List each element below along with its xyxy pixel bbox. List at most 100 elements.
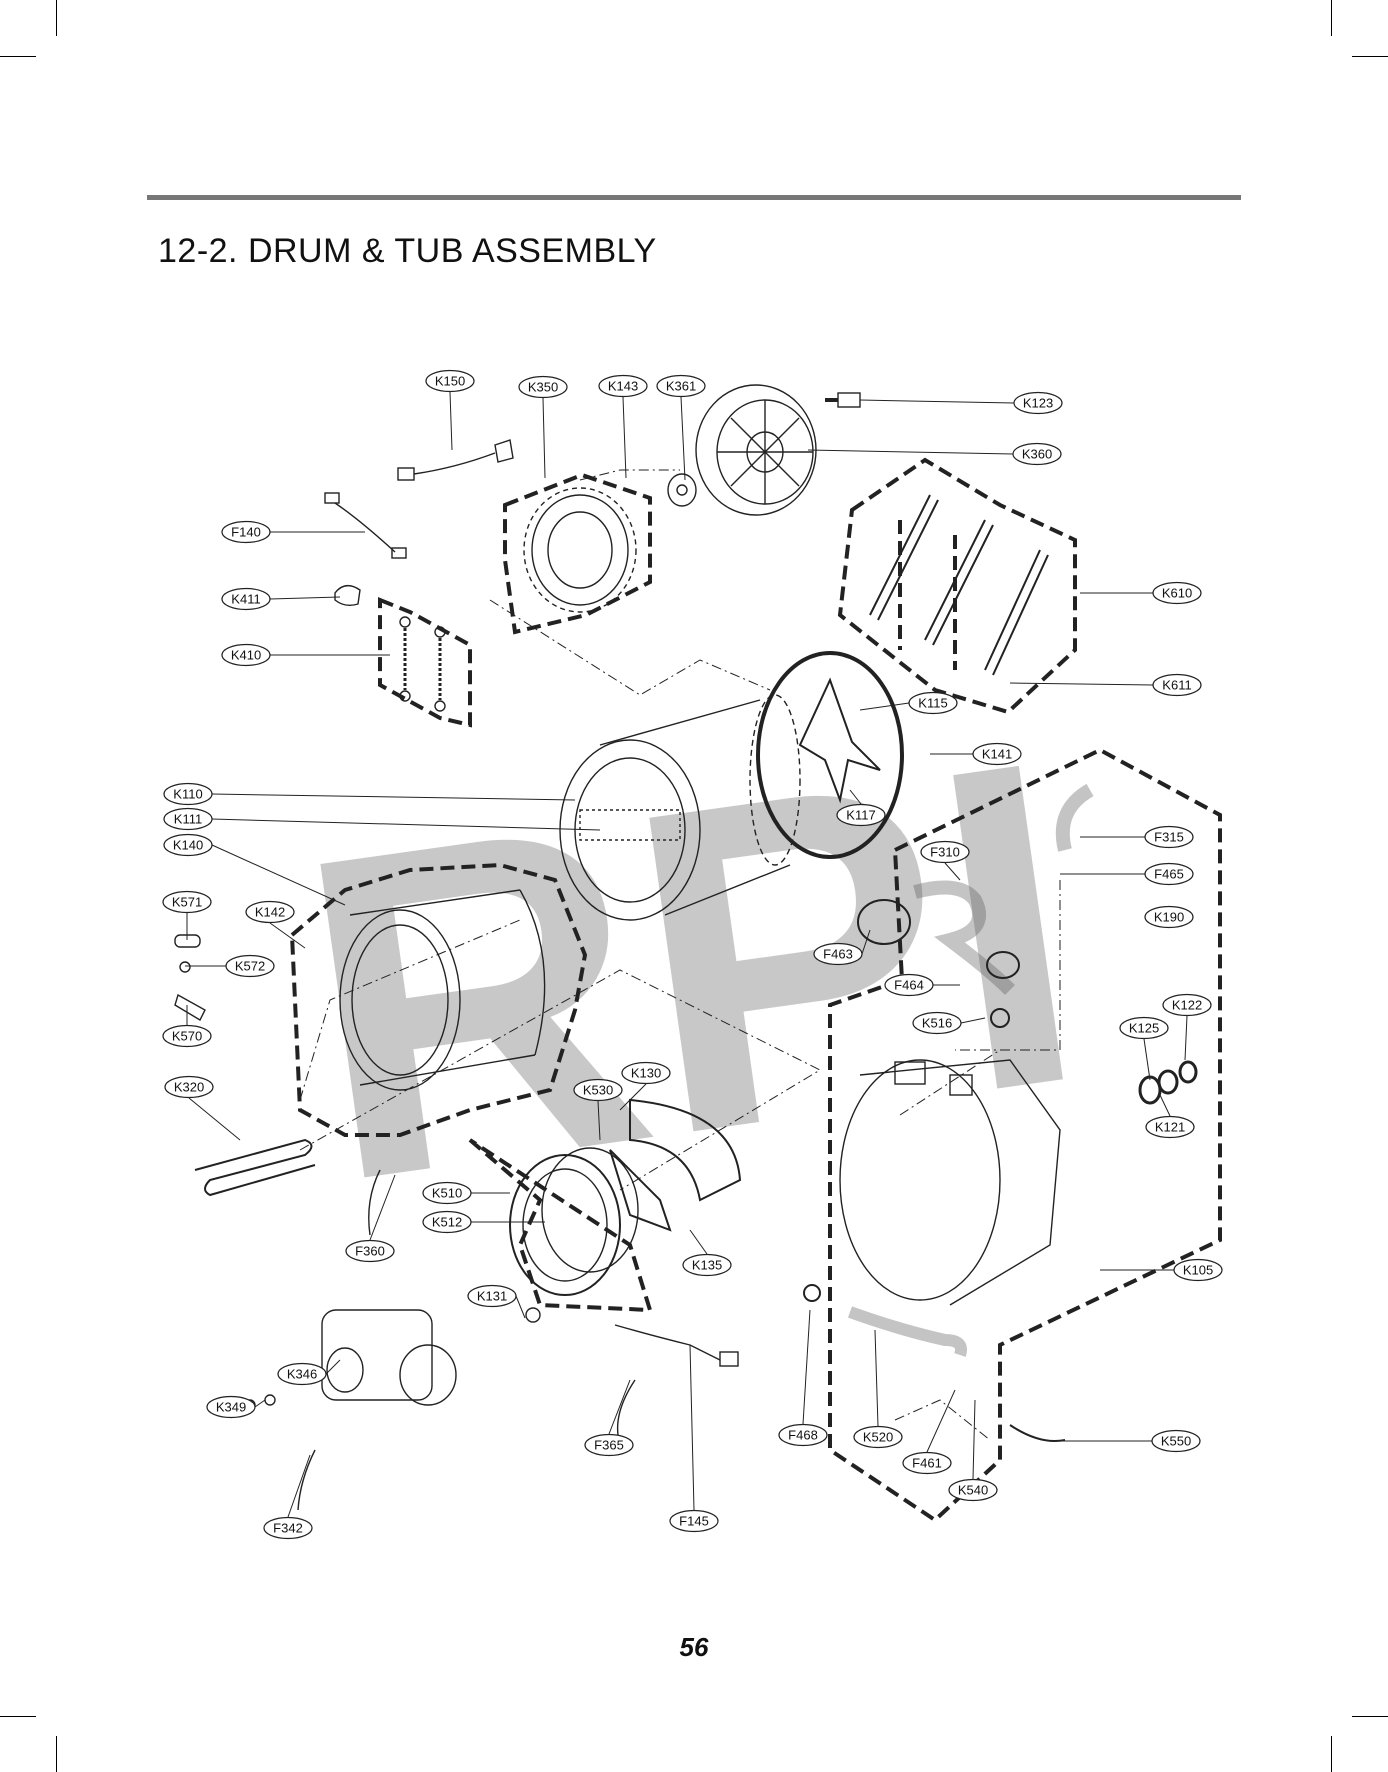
- leader-f342: [287, 1454, 311, 1518]
- part-label-k611[interactable]: K611: [1152, 673, 1202, 697]
- label-text: F145: [679, 1514, 709, 1529]
- header-rule: [147, 195, 1241, 200]
- label-oval: [1013, 391, 1063, 415]
- rear-drum-pulley: [695, 384, 817, 516]
- leader-k411: [269, 596, 341, 600]
- crop-mark-bl-v: [56, 1736, 57, 1772]
- part-label-k361[interactable]: K361: [656, 374, 706, 398]
- part-label-k550[interactable]: K550: [1151, 1429, 1201, 1453]
- label-text: K611: [1162, 678, 1191, 693]
- label-oval: [669, 1509, 719, 1533]
- bolt-k123: [825, 392, 861, 408]
- label-text: K131: [477, 1289, 507, 1304]
- part-label-f463[interactable]: F463: [813, 942, 863, 966]
- part-label-f360[interactable]: F360: [345, 1239, 395, 1263]
- spider: [798, 677, 881, 804]
- label-oval: [1144, 905, 1194, 929]
- part-label-k346[interactable]: K346: [277, 1362, 327, 1386]
- part-label-k410[interactable]: K410: [221, 643, 271, 667]
- label-oval: [908, 691, 958, 715]
- part-label-k111[interactable]: K111: [163, 807, 213, 831]
- part-label-k320[interactable]: K320: [164, 1075, 214, 1099]
- leader-k150: [449, 391, 453, 451]
- label-text: F315: [1154, 830, 1184, 845]
- part-label-k105[interactable]: K105: [1173, 1258, 1223, 1282]
- leader-k320: [188, 1097, 241, 1141]
- leader-k111: [211, 818, 601, 831]
- part-label-k350[interactable]: K350: [518, 375, 568, 399]
- label-oval: [221, 643, 271, 667]
- part-label-k570[interactable]: K570: [162, 1024, 212, 1048]
- leader-k611: [1009, 682, 1154, 686]
- part-label-f365[interactable]: F365: [584, 1433, 634, 1457]
- part-label-k135[interactable]: K135: [682, 1253, 732, 1277]
- small-parts: [174, 934, 1066, 1511]
- label-text: K140: [173, 838, 203, 853]
- part-label-k121[interactable]: K121: [1145, 1115, 1195, 1139]
- part-label-f461[interactable]: F461: [902, 1451, 952, 1475]
- part-label-k349[interactable]: K349: [206, 1395, 256, 1419]
- label-oval: [573, 1078, 623, 1102]
- leader-k346: [325, 1359, 341, 1375]
- part-label-k510[interactable]: K510: [422, 1181, 472, 1205]
- part-label-k150[interactable]: K150: [425, 369, 475, 393]
- part-label-f310[interactable]: F310: [920, 840, 970, 864]
- label-oval: [163, 833, 213, 857]
- part-label-k516[interactable]: K516: [912, 1011, 962, 1035]
- hoses: [803, 783, 1094, 1357]
- label-text: K572: [235, 959, 265, 974]
- part-label-k571[interactable]: K571: [162, 890, 212, 914]
- part-label-k131[interactable]: K131: [467, 1284, 517, 1308]
- label-oval: [813, 942, 863, 966]
- label-text: F140: [231, 525, 261, 540]
- part-label-f465[interactable]: F465: [1144, 862, 1194, 886]
- leader-k530: [597, 1100, 601, 1141]
- part-label-f464[interactable]: F464: [884, 973, 934, 997]
- leader-k361: [680, 396, 686, 481]
- part-label-f468[interactable]: F468: [778, 1423, 828, 1447]
- part-label-f140[interactable]: F140: [221, 520, 271, 544]
- leader-k360: [807, 449, 1014, 455]
- leader-k142: [269, 922, 306, 949]
- part-label-k190[interactable]: K190: [1144, 905, 1194, 929]
- part-label-k122[interactable]: K122: [1162, 993, 1212, 1017]
- leader-k349: [254, 1399, 266, 1408]
- part-label-k610[interactable]: K610: [1152, 581, 1202, 605]
- part-label-k117[interactable]: K117: [836, 803, 886, 827]
- part-label-k125[interactable]: K125: [1119, 1016, 1169, 1040]
- label-oval: [1152, 581, 1202, 605]
- label-text: K571: [172, 895, 202, 910]
- leader-f461: [926, 1389, 956, 1453]
- part-label-k140[interactable]: K140: [163, 833, 213, 857]
- part-label-k530[interactable]: K530: [573, 1078, 623, 1102]
- part-label-f315[interactable]: F315: [1144, 825, 1194, 849]
- part-label-k411[interactable]: K411: [221, 587, 271, 611]
- leader-k121: [1159, 1094, 1171, 1117]
- part-label-k360[interactable]: K360: [1012, 442, 1062, 466]
- part-label-k141[interactable]: K141: [972, 742, 1022, 766]
- leader-f463: [861, 929, 871, 955]
- leader-lines: [185, 391, 1188, 1518]
- part-label-k143[interactable]: K143: [598, 374, 648, 398]
- label-oval: [621, 1061, 671, 1085]
- part-label-k512[interactable]: K512: [422, 1210, 472, 1234]
- part-label-k130[interactable]: K130: [621, 1061, 671, 1085]
- tub-back-outline: [828, 747, 1222, 1523]
- part-label-k520[interactable]: K520: [853, 1425, 903, 1449]
- stator-group-outline: [503, 472, 652, 635]
- label-oval: [778, 1423, 828, 1447]
- label-text: F465: [1154, 867, 1184, 882]
- part-label-k115[interactable]: K115: [908, 691, 958, 715]
- label-text: K125: [1129, 1021, 1159, 1036]
- part-label-k110[interactable]: K110: [163, 782, 213, 806]
- label-oval: [853, 1425, 903, 1449]
- part-label-k123[interactable]: K123: [1013, 391, 1063, 415]
- part-label-f145[interactable]: F145: [669, 1509, 719, 1533]
- part-label-k142[interactable]: K142: [245, 900, 295, 924]
- label-oval: [1144, 825, 1194, 849]
- label-oval: [682, 1253, 732, 1277]
- spring-group-outline: [378, 597, 472, 728]
- part-label-f342[interactable]: F342: [263, 1516, 313, 1540]
- part-label-k540[interactable]: K540: [948, 1478, 998, 1502]
- part-label-k572[interactable]: K572: [225, 954, 275, 978]
